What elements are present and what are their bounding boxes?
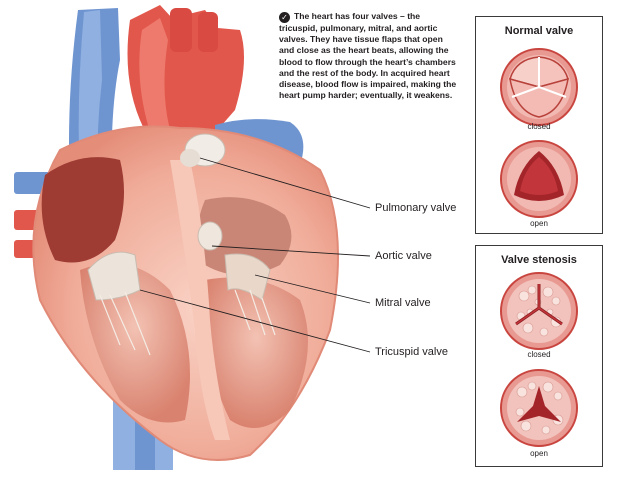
stenosis-title: Valve stenosis (501, 254, 577, 266)
left-ventricle (204, 277, 308, 428)
aortic-valve (197, 221, 223, 251)
heart-illustration (14, 5, 371, 470)
normal-valve-title: Normal valve (504, 25, 574, 37)
right-atrium (41, 157, 124, 263)
aortic-leader (211, 245, 371, 257)
stenosis-open-caption: open (530, 449, 548, 458)
normal-valve-panel: Normal valve closed open (475, 16, 603, 234)
normal-valve-closed (500, 48, 578, 126)
stenosis-panel: Valve stenosis closed (475, 245, 603, 467)
aortic-valve-label: Aortic valve (375, 250, 432, 262)
septum (170, 160, 230, 440)
chordae (99, 289, 276, 356)
stenosis-closed (500, 272, 578, 350)
stenosis-closed-caption: closed (527, 350, 551, 359)
pulmonary-leader (199, 157, 371, 209)
stenosis-open (500, 369, 578, 447)
normal-open-caption: open (530, 219, 548, 228)
stenosis-figures (500, 272, 578, 447)
mitral-valve-label: Mitral valve (375, 297, 431, 309)
pulmonary-valve-label: Pulmonary valve (375, 202, 457, 214)
intro-paragraph: ✓The heart has four valves – the tricusp… (279, 11, 459, 101)
normal-closed-caption: closed (527, 122, 551, 131)
right-ventricle (80, 263, 190, 423)
left-atrium (197, 197, 292, 275)
tricuspid-valve-label: Tricuspid valve (375, 346, 448, 358)
normal-valve-figures (500, 48, 578, 218)
mitral-leader (254, 274, 371, 304)
tricuspid-leader (139, 289, 371, 353)
info-icon: ✓ (279, 12, 290, 23)
normal-valve-open (500, 140, 578, 218)
mitral-valve (224, 253, 271, 301)
intro-text: The heart has four valves – the tricuspi… (279, 11, 457, 101)
